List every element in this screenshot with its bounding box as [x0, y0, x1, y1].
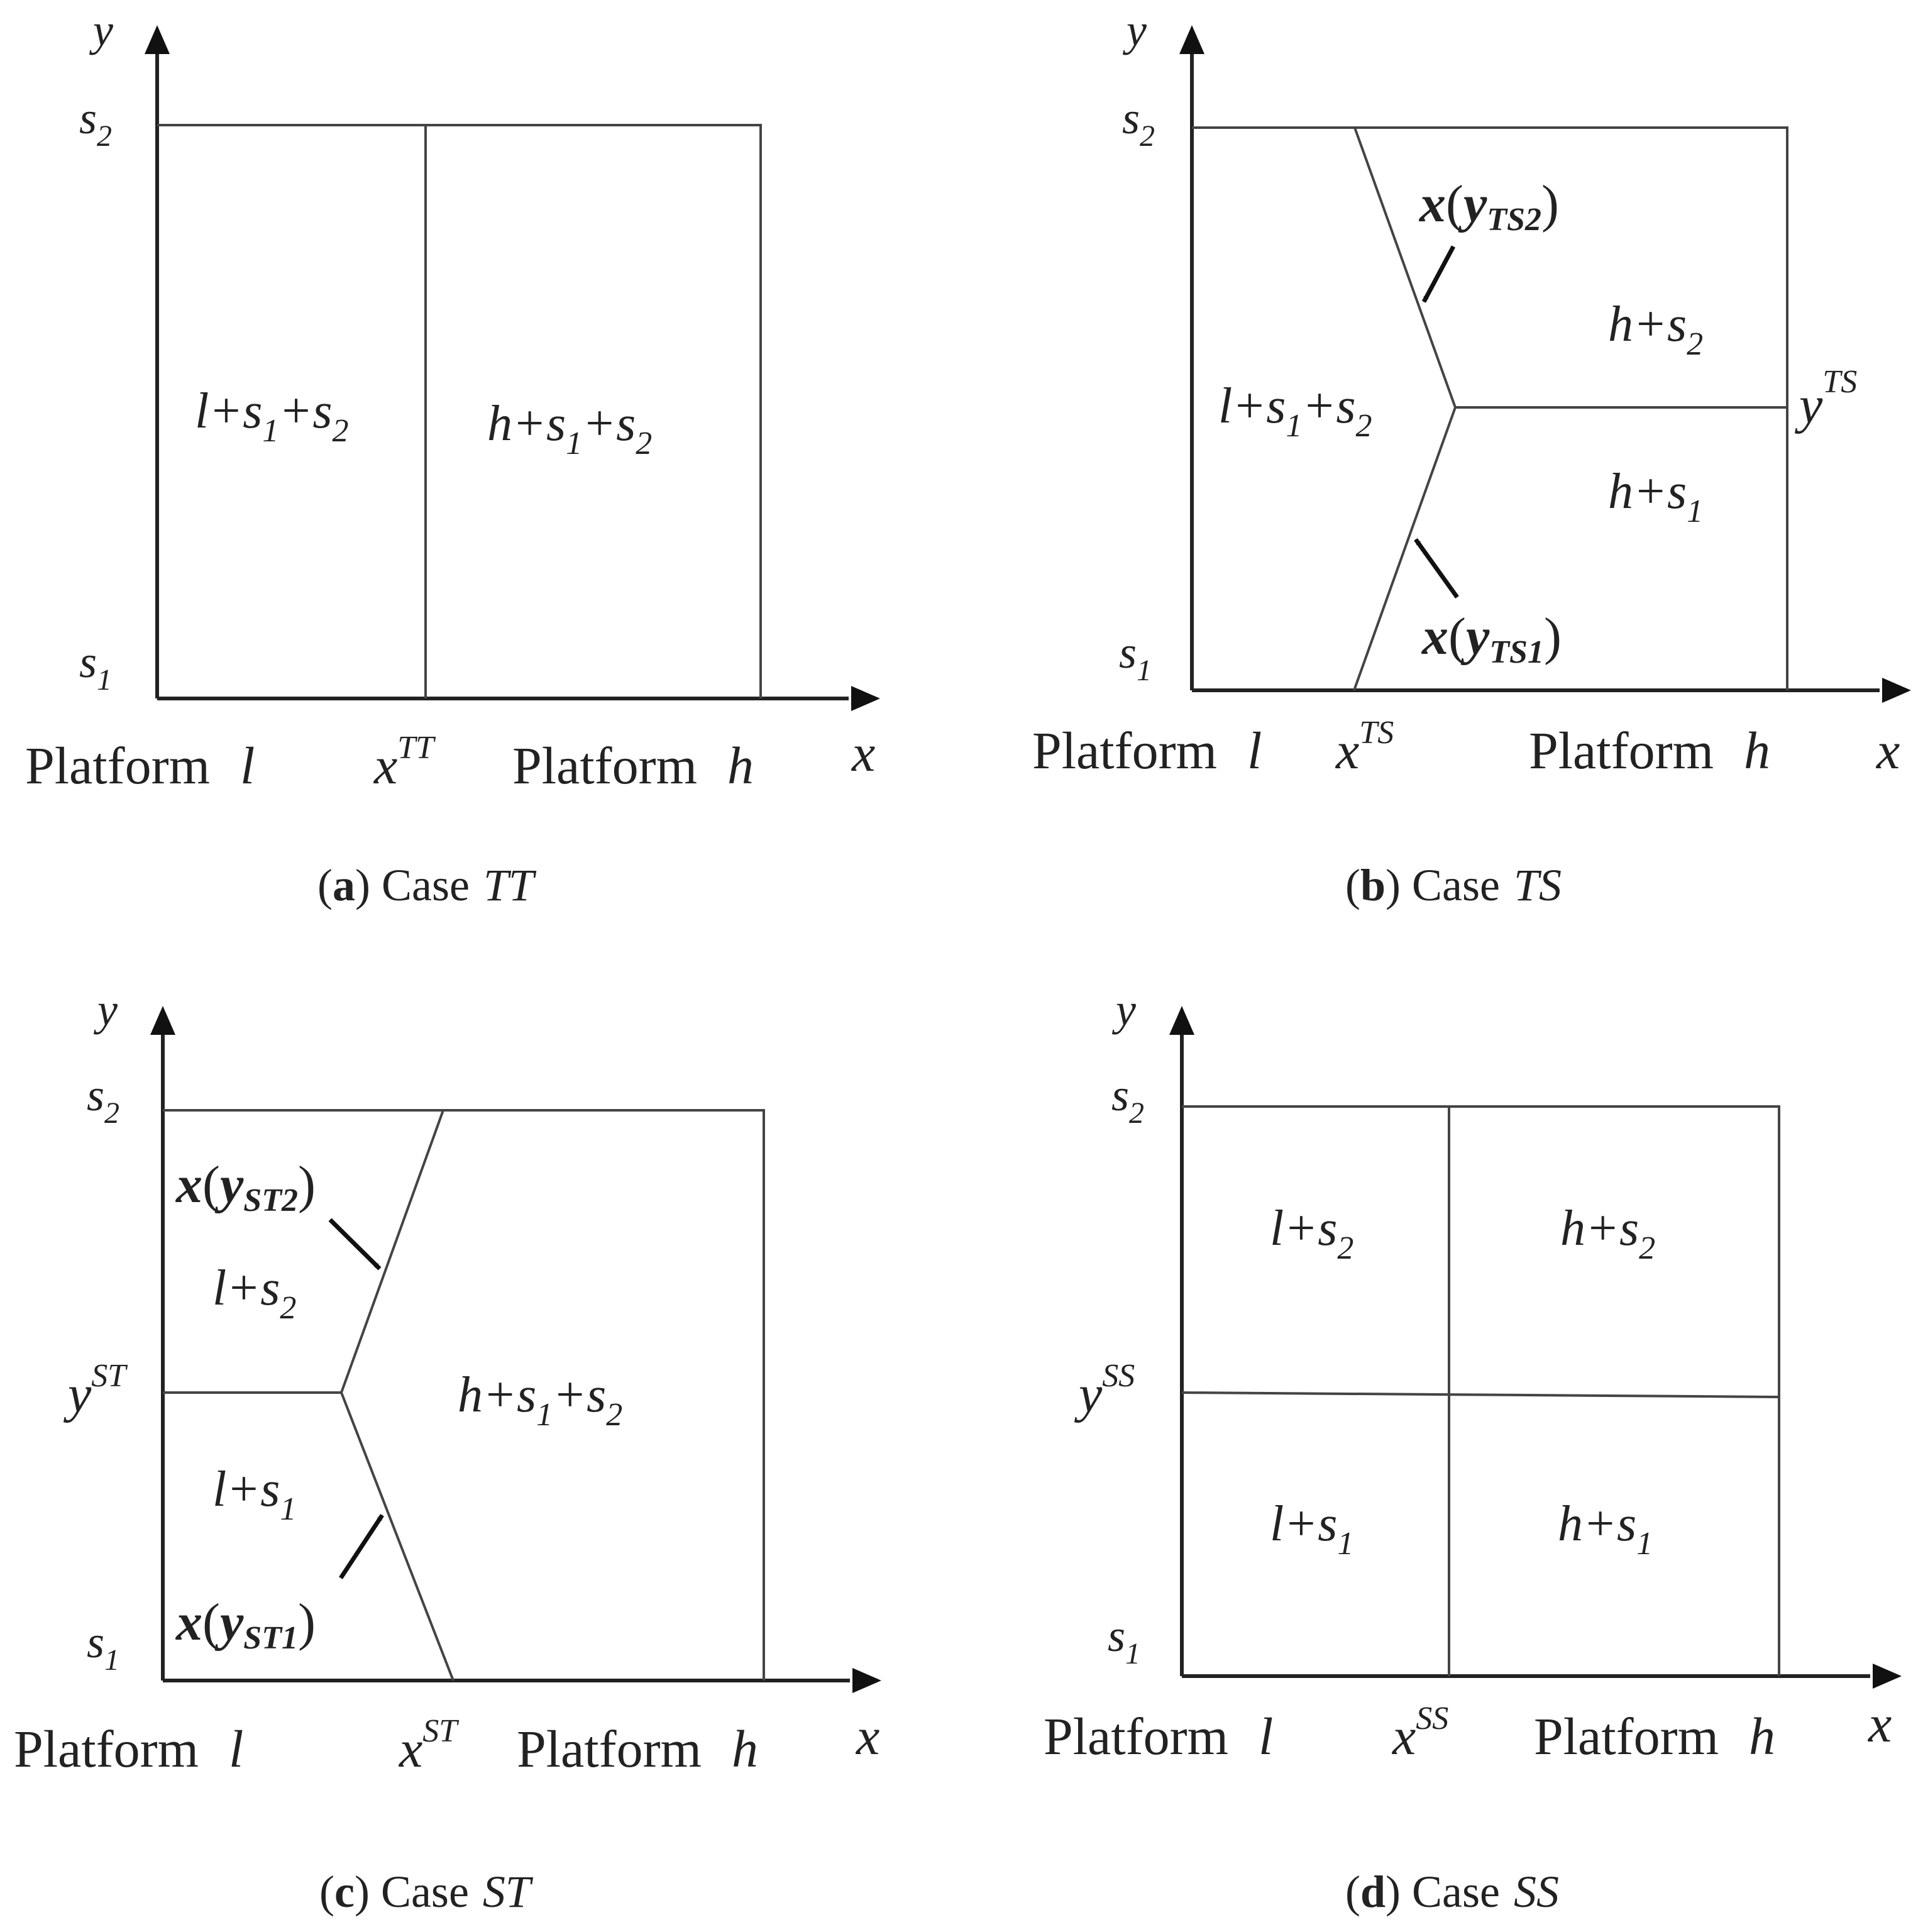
curve-label-ts1: x(yTS1) [1421, 607, 1562, 670]
partition-frame [1192, 126, 1788, 690]
s2-tick-label: s2 [79, 93, 112, 153]
panel-c-case-st: y s2 s1 yST l+s2 l+s1 h+s1+s2 x(yST2) x(… [14, 985, 881, 1917]
x-axis-arrowhead [1882, 678, 1911, 703]
region-label: l+s1+s2 [1218, 378, 1372, 444]
y-axis-label: y [1122, 5, 1147, 55]
y-threshold-label: yST [63, 1358, 128, 1423]
curve-label-st2: x(yST2) [175, 1156, 316, 1218]
curve-label-ts2: x(yTS2) [1418, 175, 1559, 238]
x-axis-label: x [1867, 1695, 1892, 1753]
region-label: h+s1 [1558, 1496, 1653, 1562]
s2-tick-label: s2 [1122, 93, 1155, 153]
panel-b-case-ts: y s2 s1 l+s1+s2 h+s2 h+s1 yTS x(yTS2) x(… [1032, 5, 1911, 910]
partition-frame [157, 124, 762, 698]
s2-tick-label: s2 [87, 1070, 119, 1130]
region-label: h+s2 [1560, 1201, 1655, 1266]
region-label: l+s1 [1270, 1496, 1353, 1562]
y-threshold-label: yTS [1794, 364, 1857, 434]
x-axis-label: x [1875, 722, 1900, 780]
y-axis-label: y [1111, 985, 1136, 1035]
region-label: h+s1+s2 [487, 396, 652, 461]
boundary-curve-st [339, 1110, 455, 1681]
region-label: l+s2 [212, 1261, 296, 1326]
s2-tick-label: s2 [1111, 1070, 1144, 1130]
s1-tick-label: s1 [79, 637, 112, 697]
region-label: l+s2 [1270, 1201, 1353, 1266]
y-axis-arrowhead [1169, 1006, 1194, 1035]
s1-tick-label: s1 [87, 1617, 119, 1677]
y-axis-arrowhead [150, 1006, 175, 1035]
x-threshold-label: xSS [1391, 1701, 1448, 1766]
region-label: l+s1+s2 [195, 384, 348, 449]
curve-label-st1: x(yST1) [175, 1593, 316, 1656]
region-label: l+s1 [212, 1462, 296, 1527]
x-axis-arrowhead [1873, 1664, 1902, 1689]
x-axis-arrowhead [852, 1668, 881, 1693]
y-axis-label: y [89, 5, 113, 55]
y-axis-arrowhead [1179, 25, 1204, 54]
panel-d-case-ss: y s2 s1 ySS l+s2 h+s2 l+s1 h+s1 Platform… [1044, 985, 1902, 1917]
region-label: h+s1+s2 [458, 1367, 622, 1433]
x-threshold-label: xST [398, 1713, 459, 1779]
arrow-ts2 [1421, 245, 1456, 303]
x-axis-label: x [855, 1708, 879, 1766]
y-threshold-label: ySS [1074, 1358, 1135, 1423]
x-threshold-label: xTS [1335, 715, 1394, 780]
partition-frame [1182, 1105, 1780, 1676]
s1-tick-label: s1 [1108, 1611, 1140, 1670]
x-axis-label: x [851, 724, 875, 783]
threshold-line-yss [1181, 1391, 1780, 1398]
arrow-ts1 [1414, 538, 1459, 599]
arrow-st1 [339, 1514, 384, 1579]
partition-frame [163, 1109, 765, 1681]
y-axis-label: y [93, 985, 118, 1035]
x-threshold-label: xTT [373, 730, 436, 795]
s1-tick-label: s1 [1119, 627, 1152, 687]
region-label: h+s1 [1608, 464, 1703, 529]
y-axis-arrowhead [145, 25, 170, 54]
region-label: h+s2 [1608, 297, 1703, 362]
arrow-st2 [328, 1218, 382, 1271]
x-axis-arrowhead [851, 686, 880, 711]
